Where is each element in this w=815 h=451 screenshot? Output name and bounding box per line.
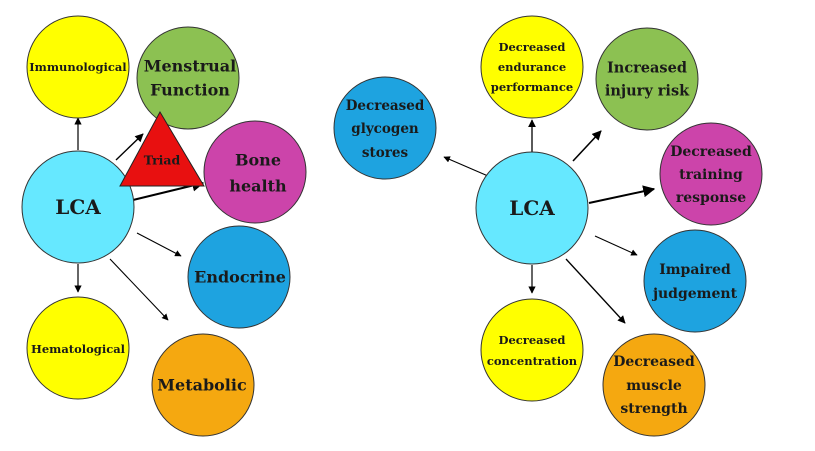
training-label-line2: training: [679, 167, 743, 183]
arrow-to-glycogen-stores: [443, 156, 489, 177]
node-glycogen-stores: Decreased glycogen stores: [333, 76, 437, 180]
concentration-label-line2: concentration: [487, 354, 578, 368]
menstrual-function-label-line1: Menstrual: [144, 57, 236, 76]
glycogen-label-line1: Decreased: [346, 98, 425, 114]
arrow-to-judgement: [594, 235, 638, 256]
menstrual-function-label-line2: Function: [150, 81, 230, 100]
glycogen-label-line2: glycogen: [351, 121, 419, 137]
injury-label-line1: Increased: [607, 60, 687, 77]
arrow-to-metabolic: [109, 258, 169, 321]
training-label-line1: Decreased: [670, 144, 752, 160]
node-menstrual-function: Menstrual Function: [136, 26, 240, 130]
lca-right-label: LCA: [509, 196, 555, 220]
node-muscle-strength: Decreased muscle strength: [602, 333, 706, 437]
arrow-to-endocrine: [136, 232, 182, 257]
arrow-to-menstrual-function: [115, 133, 144, 161]
glycogen-label-line3: stores: [362, 145, 409, 161]
bone-health-label-line1: Bone: [235, 151, 281, 170]
triad-triangle: Triad: [119, 110, 205, 187]
endocrine-label: Endocrine: [194, 268, 286, 287]
node-impaired-judgement: Impaired judgement: [643, 229, 747, 333]
muscle-label-line2: muscle: [626, 378, 682, 394]
node-endurance-performance: Decreased endurance performance: [480, 15, 584, 119]
node-immunological: Immunological: [26, 15, 130, 119]
bone-health-label-line2: health: [229, 177, 287, 196]
node-lca-left: LCA: [21, 150, 135, 264]
concentration-label-line1: Decreased: [499, 333, 566, 347]
injury-label-line2: injury risk: [605, 83, 690, 100]
node-injury-risk: Increased injury risk: [595, 27, 699, 131]
hematological-label: Hematological: [31, 342, 126, 356]
node-hematological: Hematological: [26, 296, 130, 400]
node-training-response: Decreased training response: [659, 122, 763, 226]
left-diagram: Immunological Menstrual Function Bone he…: [21, 15, 307, 437]
muscle-label-line3: strength: [620, 401, 687, 417]
endurance-label-line2: endurance: [498, 60, 566, 74]
right-diagram: Decreased glycogen stores Decreased endu…: [333, 15, 763, 437]
judgement-label-line1: Impaired: [659, 262, 731, 278]
arrow-to-injury-risk: [572, 130, 602, 162]
immunological-label: Immunological: [29, 60, 127, 74]
muscle-label-line1: Decreased: [613, 354, 695, 370]
node-metabolic: Metabolic: [151, 333, 255, 437]
triad-label: Triad: [144, 153, 181, 168]
lca-left-label: LCA: [55, 195, 101, 219]
node-bone-health: Bone health: [203, 120, 307, 224]
arrow-to-muscle-strength: [565, 258, 626, 324]
training-label-line3: response: [676, 190, 746, 206]
endurance-label-line3: performance: [491, 80, 573, 94]
node-endocrine: Endocrine: [187, 225, 291, 329]
node-lca-right: LCA: [475, 151, 589, 265]
arrow-to-training-response: [588, 185, 656, 204]
node-decreased-concentration: Decreased concentration: [480, 298, 584, 402]
endurance-label-line1: Decreased: [499, 40, 566, 54]
judgement-label-line2: judgement: [651, 286, 738, 302]
metabolic-label: Metabolic: [157, 376, 247, 395]
